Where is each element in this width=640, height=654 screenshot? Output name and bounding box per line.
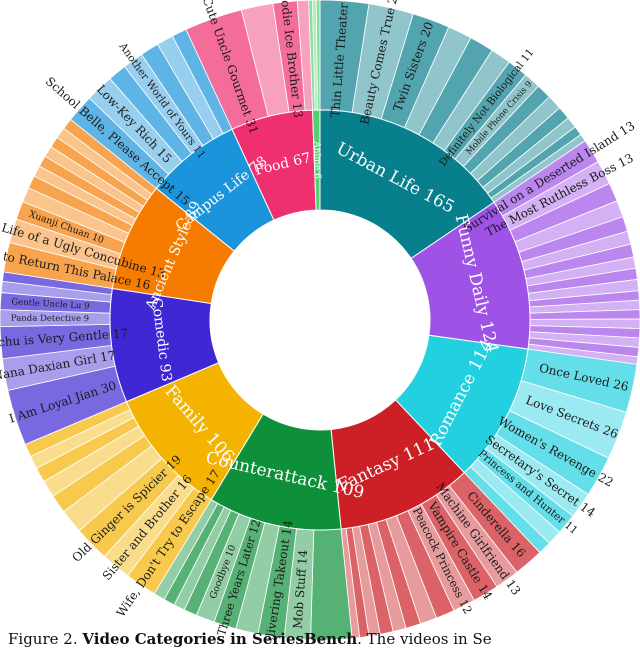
subcategory-label-panda-detective: Panda Detective 9 [11,314,89,324]
caption-prefix: Figure 2. [8,630,78,648]
center-hole [211,211,429,429]
caption-suffix: . The videos in Se [357,630,492,648]
subcategory-label-gentle-uncle-lu: Gentle Uncle Lu 9 [11,297,90,312]
inner-ring [109,109,531,531]
category-slice-anime [312,109,321,211]
caption-title: Video Categories in SeriesBench [82,630,358,648]
category-label-anime: Anime 6 [311,140,322,179]
subcategory-label-mob-stuff: Mob Stuff 14 [291,549,311,630]
figure-caption: Figure 2. Video Categories in SeriesBenc… [8,630,640,648]
